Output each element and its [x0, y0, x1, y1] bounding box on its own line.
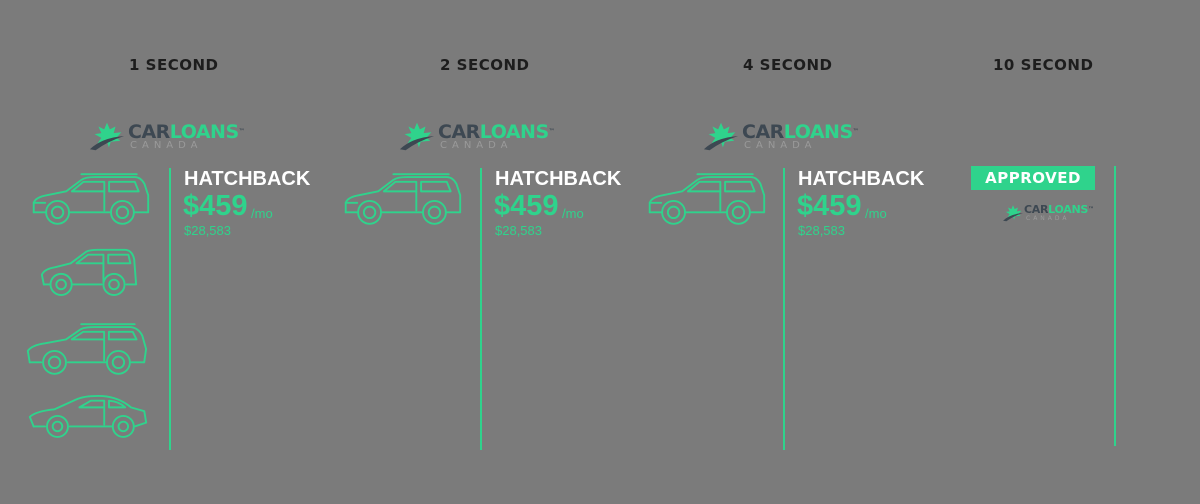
- stage-title-2: 2 SECOND: [440, 56, 530, 74]
- divider-3: [783, 168, 785, 450]
- offer-per-3: /mo: [865, 206, 887, 221]
- offer-price-1: $459: [183, 190, 248, 222]
- approved-badge: APPROVED: [971, 166, 1095, 190]
- sedan-icon: [26, 392, 150, 438]
- logo-brand: CARLOANS™: [1024, 203, 1094, 216]
- suv-icon: [340, 170, 464, 228]
- offer-total-1: $28,583: [184, 223, 231, 238]
- offer-price-2: $459: [494, 190, 559, 222]
- logo-brand: CARLOANS™: [438, 121, 555, 143]
- suv-icon: [644, 170, 768, 228]
- maple-leaf-icon: [702, 120, 740, 152]
- logo-brand: CARLOANS™: [128, 121, 245, 143]
- carloans-logo-3: CARLOANS™ CANADA: [702, 120, 862, 154]
- carloans-logo-small: CARLOANS™ CANADA: [1002, 204, 1102, 224]
- divider-1: [169, 168, 171, 450]
- offer-per-1: /mo: [251, 206, 273, 221]
- maple-leaf-icon: [88, 120, 126, 152]
- offer-per-2: /mo: [562, 206, 584, 221]
- divider-4: [1114, 166, 1116, 446]
- logo-sub: CANADA: [130, 140, 203, 151]
- offer-model-2: HATCHBACK: [495, 168, 622, 190]
- stage-title-3: 4 SECOND: [743, 56, 833, 74]
- stage-title-1: 1 SECOND: [129, 56, 219, 74]
- offer-model-1: HATCHBACK: [184, 168, 311, 190]
- crossover-icon: [24, 322, 148, 376]
- suv-icon: [28, 170, 152, 228]
- offer-total-2: $28,583: [495, 223, 542, 238]
- maple-leaf-icon: [1002, 204, 1024, 222]
- offer-price-3: $459: [797, 190, 862, 222]
- carloans-logo-2: CARLOANS™ CANADA: [398, 120, 558, 154]
- offer-model-3: HATCHBACK: [798, 168, 925, 190]
- carloans-logo-1: CARLOANS™ CANADA: [88, 120, 248, 154]
- hatchback-icon: [36, 246, 142, 296]
- logo-sub: CANADA: [744, 140, 817, 151]
- logo-sub: CANADA: [440, 140, 513, 151]
- logo-sub: CANADA: [1026, 215, 1070, 222]
- maple-leaf-icon: [398, 120, 436, 152]
- logo-brand: CARLOANS™: [742, 121, 859, 143]
- offer-total-3: $28,583: [798, 223, 845, 238]
- stage-title-4: 10 SECOND: [993, 56, 1094, 74]
- divider-2: [480, 168, 482, 450]
